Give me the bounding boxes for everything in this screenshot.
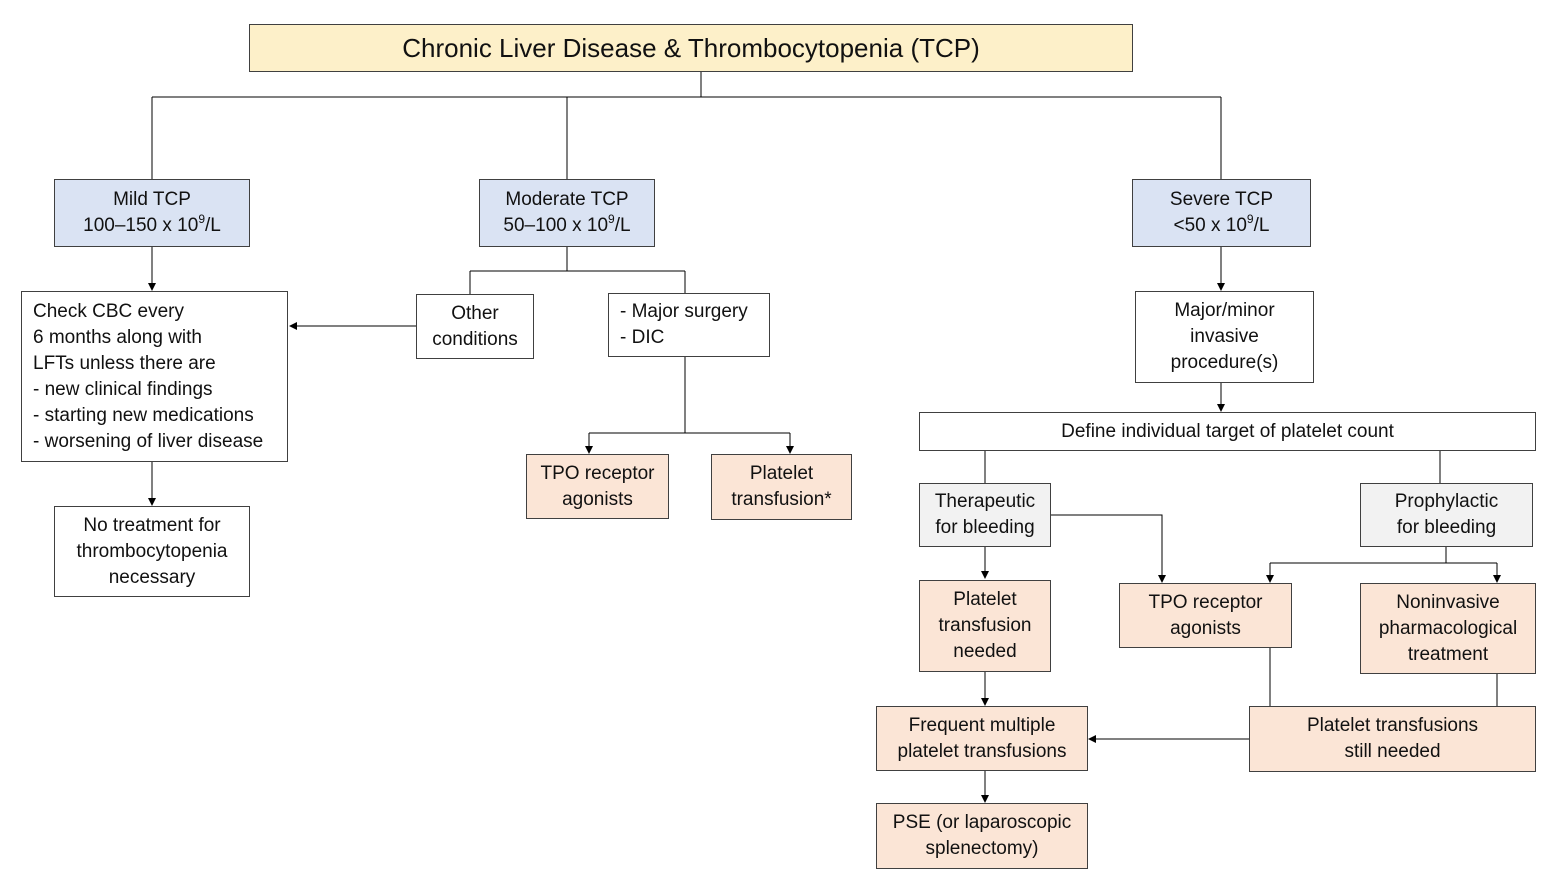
- severe-tcp-box: Severe TCP <50 x 109/L: [1132, 179, 1311, 247]
- tpo-moderate-line: TPO receptor: [540, 462, 655, 484]
- moderate-tcp-label: Moderate TCP: [505, 189, 629, 210]
- invasive-procedure-line: Major/minor: [1174, 300, 1275, 321]
- no-treatment-box: No treatment for thrombocytopenia necess…: [54, 506, 250, 597]
- noninvasive-line: Noninvasive: [1396, 591, 1500, 613]
- moderate-tcp-range: 50–100 x 109/L: [503, 211, 631, 236]
- moderate-tcp-box: Moderate TCP 50–100 x 109/L: [479, 179, 655, 247]
- no-treatment-line: necessary: [108, 566, 196, 588]
- therapeutic-line: Therapeutic: [934, 491, 1036, 512]
- check-cbc-line: Check CBC every: [33, 300, 184, 322]
- invasive-procedure-line: procedure(s): [1170, 352, 1279, 373]
- frequent-transfusions-line: Frequent multiple: [908, 714, 1056, 736]
- define-target-label: Define individual target of platelet cou…: [1061, 420, 1394, 442]
- check-cbc-line: 6 months along with: [33, 326, 202, 348]
- invasive-procedure-line: invasive: [1190, 326, 1259, 347]
- other-conditions-box: Other conditions: [416, 294, 534, 359]
- noninvasive-line: treatment: [1407, 643, 1489, 665]
- dic-line: - DIC: [620, 327, 665, 348]
- no-treatment-line: No treatment for: [83, 514, 221, 536]
- mild-tcp-range: 100–150 x 109/L: [83, 211, 221, 236]
- title-box: Chronic Liver Disease & Thrombocytopenia…: [249, 24, 1133, 72]
- still-needed-line: still needed: [1344, 741, 1441, 762]
- mild-tcp-box: Mild TCP 100–150 x 109/L: [54, 179, 250, 247]
- check-cbc-line: - starting new medications: [33, 404, 254, 426]
- pse-line: PSE (or laparoscopic: [892, 812, 1072, 833]
- check-cbc-line: LFTs unless there are: [33, 352, 216, 374]
- severe-tcp-range: <50 x 109/L: [1173, 211, 1270, 236]
- noninvasive-treatment-box: Noninvasive pharmacological treatment: [1360, 583, 1536, 674]
- tpo-moderate-line: agonists: [562, 488, 633, 510]
- pse-box: PSE (or laparoscopic splenectomy): [876, 803, 1088, 869]
- major-surgery-line: - Major surgery: [620, 301, 748, 322]
- noninvasive-line: pharmacological: [1378, 617, 1518, 639]
- check-cbc-box: Check CBC every 6 months along with LFTs…: [21, 291, 288, 462]
- check-cbc-line: - new clinical findings: [33, 378, 213, 400]
- other-conditions-line: Other: [451, 302, 499, 324]
- platelet-needed-line: Platelet: [953, 589, 1017, 610]
- still-needed-line: Platelet transfusions: [1306, 715, 1479, 736]
- pse-line: splenectomy): [925, 838, 1039, 859]
- platelet-needed-line: transfusion: [938, 615, 1032, 636]
- invasive-procedure-box: Major/minor invasive procedure(s): [1135, 291, 1314, 383]
- major-surgery-box: - Major surgery - DIC: [608, 293, 770, 357]
- platelet-transfusion-moderate-line: transfusion*: [731, 489, 832, 510]
- severe-tcp-label: Severe TCP: [1169, 189, 1274, 210]
- check-cbc-line: - worsening of liver disease: [33, 430, 264, 452]
- platelet-needed-line: needed: [953, 641, 1017, 662]
- platelet-transfusion-moderate-box: Platelet transfusion*: [711, 454, 852, 520]
- frequent-transfusions-line: platelet transfusions: [897, 740, 1067, 762]
- still-needed-box: Platelet transfusions still needed: [1249, 706, 1536, 772]
- tpo-agonists-moderate-box: TPO receptor agonists: [526, 454, 669, 519]
- platelet-needed-box: Platelet transfusion needed: [919, 580, 1051, 672]
- tpo-severe-line: agonists: [1170, 617, 1241, 639]
- therapeutic-line: for bleeding: [935, 517, 1035, 538]
- prophylactic-line: for bleeding: [1396, 517, 1497, 538]
- no-treatment-line: thrombocytopenia: [76, 540, 228, 562]
- tpo-agonists-severe-box: TPO receptor agonists: [1119, 583, 1292, 648]
- frequent-transfusions-box: Frequent multiple platelet transfusions: [876, 706, 1088, 771]
- platelet-transfusion-moderate-line: Platelet: [749, 463, 814, 484]
- other-conditions-line: conditions: [432, 328, 518, 350]
- therapeutic-box: Therapeutic for bleeding: [919, 483, 1051, 547]
- diagram-title: Chronic Liver Disease & Thrombocytopenia…: [402, 33, 980, 63]
- prophylactic-box: Prophylactic for bleeding: [1360, 483, 1533, 547]
- define-target-box: Define individual target of platelet cou…: [919, 412, 1536, 451]
- mild-tcp-label: Mild TCP: [113, 189, 191, 210]
- tpo-severe-line: TPO receptor: [1148, 591, 1263, 613]
- prophylactic-line: Prophylactic: [1394, 491, 1499, 512]
